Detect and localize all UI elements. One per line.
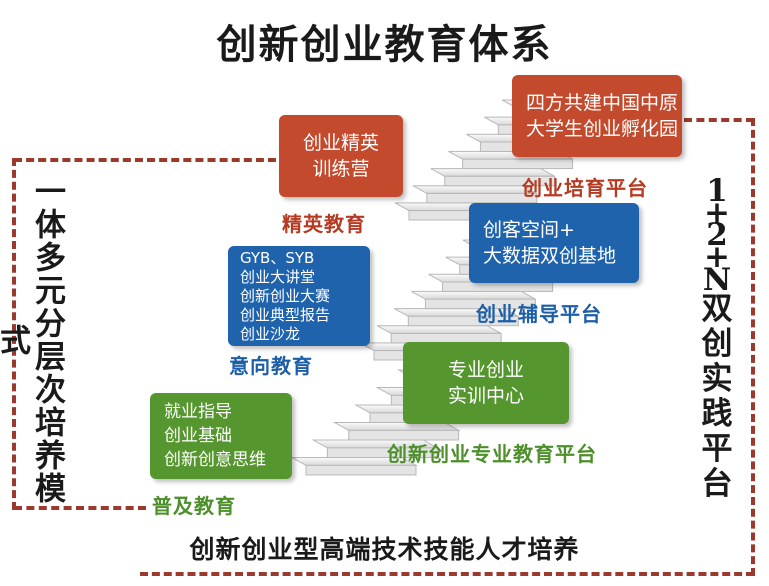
box-line: 创业精英 (302, 132, 379, 154)
right-char: + (704, 195, 730, 231)
box-line: 训练营 (312, 158, 370, 180)
frame-left (12, 158, 16, 510)
stair-riser (442, 281, 554, 292)
stair-riser (326, 447, 438, 458)
right-char: 双 (701, 291, 733, 327)
incubator-box: 四方共建中国中原 大学生创业孵化园 (512, 75, 682, 157)
right-char: 平 (701, 431, 733, 467)
stair-step (412, 185, 538, 194)
general-programs-box: 就业指导 创业基础 创新创意思维 (150, 393, 292, 479)
stair-riser (348, 429, 460, 441)
right-char: N (702, 262, 732, 298)
box-line: 实训中心 (447, 385, 524, 407)
box-line: 大数据双创基地 (483, 245, 617, 267)
diagram-title: 创新创业教育体系 (216, 21, 553, 68)
box-line: 四方共建中国中原 (526, 92, 679, 114)
right-char: 创 (701, 326, 733, 362)
box-line: 创业大讲堂 (240, 267, 316, 286)
stair-riser (305, 464, 417, 476)
right-char: 践 (701, 396, 733, 432)
right-vertical-caption: 1 + 2 + N 双 创 实 践 平 台 (695, 173, 739, 502)
right-char: 台 (701, 466, 733, 502)
box-line: 大学生创业孵化园 (526, 118, 679, 140)
professional-platform-label: 创新创业专业教育平台 (387, 442, 597, 466)
frame-bottom-left (14, 506, 146, 510)
box-line: 创客空间+ (483, 219, 575, 241)
stair-riser (462, 158, 574, 170)
maker-space-box: 创客空间+ 大数据双创基地 (469, 203, 639, 283)
incubation-platform-label: 创业培育平台 (522, 176, 648, 200)
frame-bottom (140, 572, 754, 576)
training-center-box: 专业创业 实训中心 (403, 342, 569, 424)
intent-programs-box: GYB、SYB 创业大讲堂 创新创业大赛 创业典型报告 创业沙龙 (228, 246, 370, 346)
frame-top-left (14, 158, 276, 162)
guidance-platform-label: 创业辅导平台 (476, 302, 602, 326)
box-line: 就业指导 (164, 402, 232, 422)
intent-education-label: 意向教育 (229, 354, 313, 378)
stair-riser (424, 298, 536, 310)
general-education-label: 普及教育 (152, 494, 236, 518)
box-line: 创新创意思维 (164, 450, 266, 470)
frame-right (751, 118, 755, 576)
frame-top-right (684, 118, 754, 122)
right-char: + (704, 239, 730, 275)
box-line: 专业创业 (447, 359, 524, 381)
elite-camp-box: 创业精英 训练营 (279, 115, 403, 197)
box-line: 创新创业大赛 (240, 286, 331, 305)
box-line: 创业典型报告 (240, 305, 331, 324)
elite-education-label: 精英教育 (282, 212, 366, 236)
right-char: 2 (706, 217, 728, 253)
left-vertical-caption: 一体多元分层次培养模式 (0, 175, 65, 505)
box-line: 创业沙龙 (240, 324, 301, 343)
right-char: 实 (701, 361, 733, 397)
box-line: 创业基础 (164, 426, 232, 446)
right-char: 1 (706, 173, 728, 209)
stair-riser (444, 175, 556, 187)
stair-riser (407, 315, 519, 327)
bottom-caption: 创新创业型高端技术技能人才培养 (189, 535, 580, 564)
stair-riser (426, 192, 538, 204)
box-line: GYB、SYB (240, 248, 315, 267)
